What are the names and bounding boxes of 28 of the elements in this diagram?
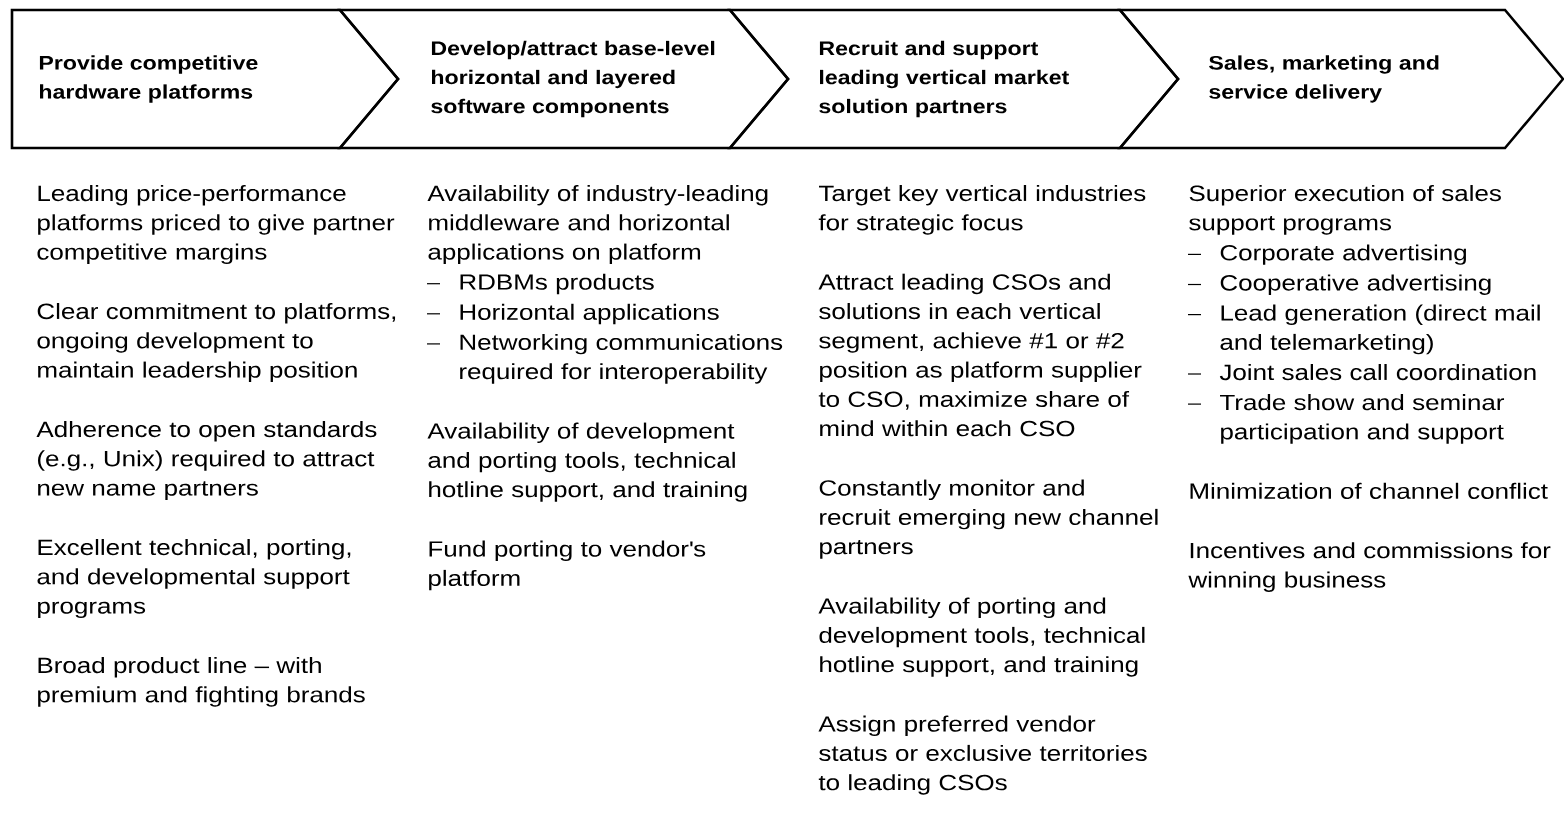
list-item: Availability of development and porting tools, technical hotline support, and training	[427, 422, 747, 502]
list-item: Incentives and commissions for winning business	[1188, 542, 1551, 592]
list-item: Minimization of channel conflict	[1190, 482, 1548, 499]
list-item: Leading price-performance platforms priced to give partner competitive margins	[37, 185, 395, 265]
list-item: Adherence to open standards (e.g., Unix) required to attract new name partners	[36, 421, 377, 501]
list-item: RDBMs products	[460, 273, 654, 295]
chevron-box: Recruit and support leading vertical market solution partners	[727, 8, 1180, 150]
list-item: Attract leading CSOs and solutions in each vertical segment, achieve #1 or #2 position as platform supplier to CSO, maximize share of mind within each CSO	[818, 273, 1142, 437]
list-item: Target key vertical industries for strategic focus	[818, 185, 1146, 235]
list-item: Availability of industry-leading middleware and horizontal applications on platform	[427, 185, 768, 265]
list-item: Horizontal applications	[460, 303, 719, 325]
list-item: Clear commitment to platforms, ongoing development to maintain leadership position	[37, 303, 396, 383]
list-item: Broad product line – with premium and fighting brands	[38, 657, 365, 707]
list-item: Constantly monitor and recruit emerging new channel partners	[819, 479, 1158, 559]
list-item: Superior execution of sales support programs	[1189, 185, 1501, 235]
chevron-box: Develop/attract base-level horizontal and layered software components	[337, 8, 790, 150]
list-item: Trade show and seminar participation and support	[1220, 394, 1504, 444]
list-item: Availability of porting and development tools, technical hotline support, and training	[818, 597, 1145, 677]
list-item: Corporate advertising	[1220, 244, 1466, 265]
chevron-box: Provide competitive hardware platforms	[10, 8, 400, 150]
list-item: Cooperative advertising	[1220, 274, 1491, 295]
list-item: Lead generation (direct mail and telemarketing)	[1220, 304, 1540, 355]
list-item: Joint sales call coordination	[1219, 364, 1536, 381]
list-item: Excellent technical, porting, and developmental support programs	[37, 539, 351, 619]
chevron-box: Sales, marketing and service delivery	[1117, 8, 1564, 150]
list-item: Fund porting to vendor's platform	[429, 540, 706, 591]
list-item: Networking communications required for interoperability	[460, 333, 783, 384]
list-item: Assign preferred vendor status or exclusive territories to leading CSOs	[818, 715, 1147, 795]
